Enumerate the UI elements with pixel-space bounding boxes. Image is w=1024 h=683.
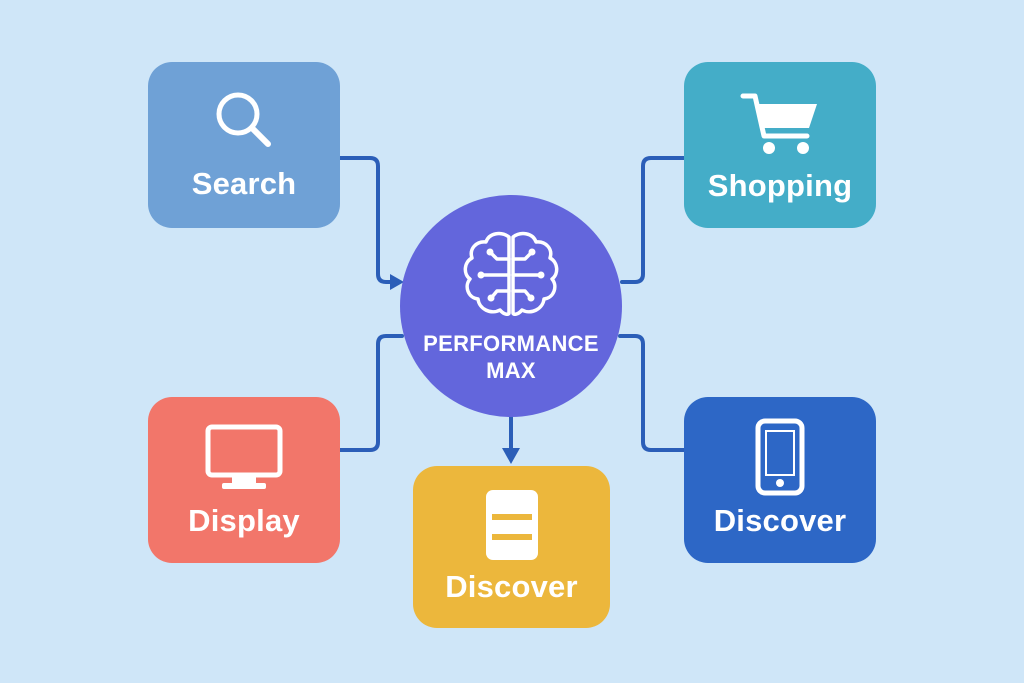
hub-title-line1: PERFORMANCE: [423, 331, 599, 356]
smartphone-icon: [684, 417, 876, 497]
channel-card-shopping[interactable]: Shopping: [684, 62, 876, 228]
channel-label-shopping: Shopping: [707, 168, 853, 203]
connector-display: [338, 334, 404, 452]
brain-circuit-icon: [400, 229, 622, 321]
connector-search: [338, 156, 396, 284]
channel-card-discover-yellow[interactable]: Discover: [413, 466, 610, 628]
content-card-icon: [413, 486, 610, 564]
monitor-icon: [148, 423, 340, 493]
connector-shopping: [620, 156, 686, 284]
channel-card-display[interactable]: Display: [148, 397, 340, 563]
performance-max-hub[interactable]: PERFORMANCE MAX: [400, 195, 622, 417]
search-icon: [148, 84, 340, 160]
shopping-cart-icon: [684, 88, 876, 160]
hub-title-line2: MAX: [486, 358, 536, 383]
channel-label-discover: Discover: [713, 503, 847, 538]
arrowhead-discover-yellow: [502, 448, 520, 464]
channel-card-discover-blue[interactable]: Discover: [684, 397, 876, 563]
arrowhead-search: [390, 274, 404, 290]
channel-label-search: Search: [191, 166, 297, 201]
channel-label-discover: Discover: [445, 569, 578, 604]
channel-card-search[interactable]: Search: [148, 62, 340, 228]
channel-label-display: Display: [188, 503, 300, 538]
connector-discover-blue: [618, 334, 686, 452]
